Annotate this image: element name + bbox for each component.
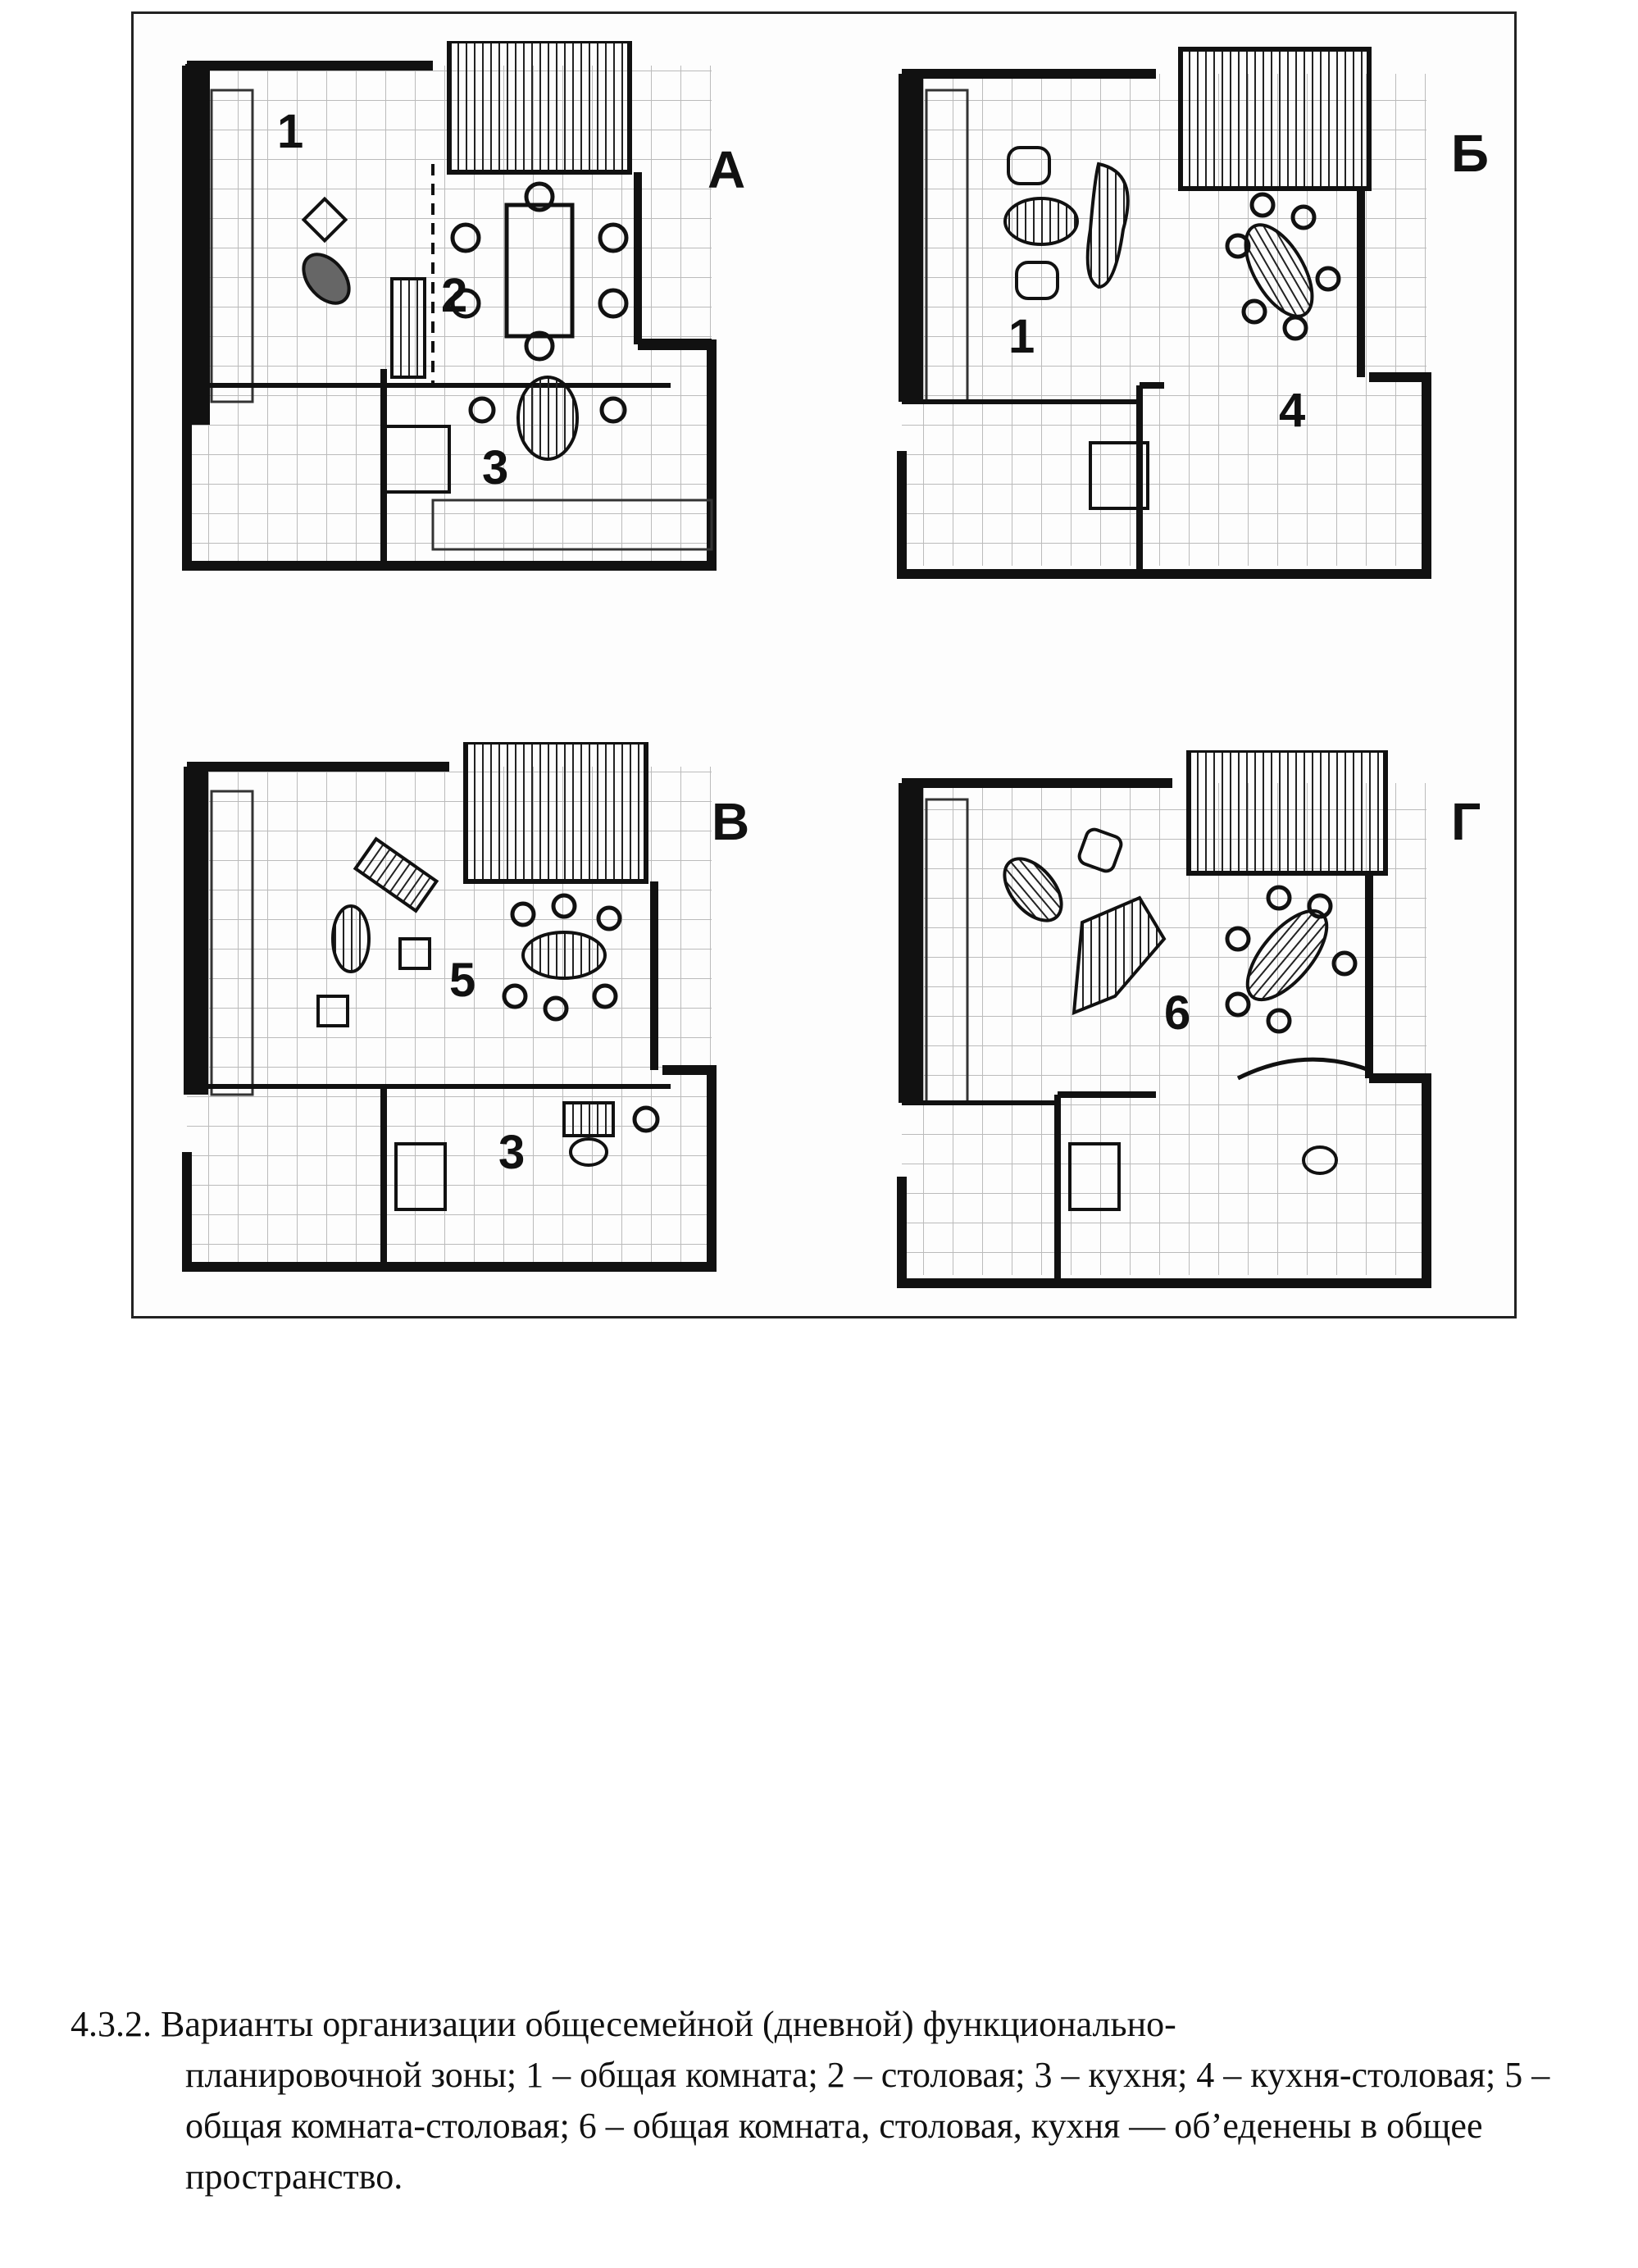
- bathroom-fixture: [382, 425, 451, 494]
- window: [210, 89, 254, 403]
- coffee-table: [331, 904, 371, 973]
- figure-caption: 4.3.2. Варианты организации общесемейной…: [71, 1999, 1628, 2202]
- floor-plan-b: 1 4 Б: [894, 41, 1489, 582]
- room-number: 6: [1164, 986, 1190, 1040]
- room-number: 4: [1279, 384, 1305, 437]
- bathroom-fixture: [394, 1142, 447, 1211]
- coffee-table: [302, 253, 351, 305]
- room-number: 1: [277, 105, 303, 158]
- floor-plan-a-drawing: 1 2 3: [182, 41, 717, 571]
- floor-plan-g: 6 Г: [894, 750, 1481, 1291]
- sofa: [1072, 895, 1167, 1016]
- dining-table: [504, 203, 575, 339]
- floor-plan-b-drawing: 1 4: [897, 47, 1431, 579]
- coffee-table: [1003, 857, 1063, 922]
- balcony: [1178, 47, 1372, 191]
- caption-rest: планировочной зоны; 1 – общая комната; 2…: [185, 2055, 1550, 2197]
- caption-first-line: 4.3.2. Варианты организации общесемейной…: [71, 2004, 1176, 2044]
- floor-plan-a: 1 2 3 А: [179, 41, 745, 582]
- balcony: [447, 41, 632, 175]
- room-number: 3: [482, 441, 508, 494]
- floor-plan-v: 5 3 В: [179, 742, 749, 1283]
- variant-letter: В: [712, 792, 750, 851]
- variant-letter: Г: [1451, 792, 1481, 851]
- room-number: 1: [1008, 310, 1035, 363]
- dining-table: [521, 931, 607, 980]
- floor-plan-g-drawing: 6: [897, 750, 1431, 1288]
- sofa: [1085, 162, 1130, 289]
- dining-table: [1245, 909, 1329, 1002]
- exterior-wall: [899, 74, 923, 402]
- bathroom-fixture: [1068, 1142, 1121, 1211]
- exterior-wall: [185, 64, 210, 425]
- dining-table: [1244, 223, 1314, 318]
- exterior-wall: [184, 767, 208, 1095]
- sofa: [353, 836, 439, 913]
- balcony: [463, 742, 648, 884]
- room-number: 3: [498, 1126, 525, 1179]
- variant-letter: Б: [1451, 124, 1489, 183]
- floor-plan-v-drawing: 5 3: [182, 742, 717, 1272]
- variant-letter: А: [708, 140, 746, 199]
- bathroom-fixture: [1089, 441, 1149, 510]
- exterior-wall: [899, 783, 923, 1103]
- room-number: 2: [441, 269, 467, 322]
- window: [210, 790, 254, 1096]
- room-number: 5: [449, 954, 475, 1007]
- balcony: [1186, 750, 1388, 876]
